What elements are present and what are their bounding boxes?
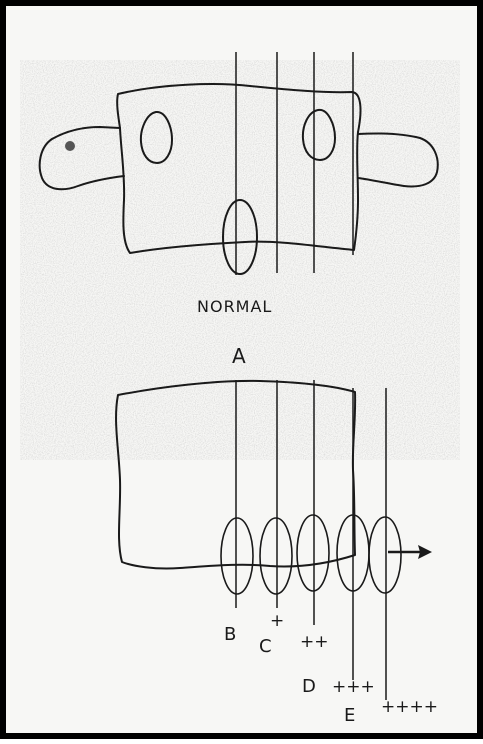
ink-spot (65, 141, 75, 151)
grade-sign-2plus: ++ (300, 632, 329, 652)
halftone-texture (20, 60, 460, 460)
normal-caption: NORMAL (197, 297, 272, 316)
label-a: A (232, 344, 246, 368)
grade-letter-e: E (344, 705, 355, 726)
grade-sign-d: +++ (332, 677, 375, 697)
grade-letter-c: C (259, 636, 272, 657)
grade-sign-c: + (270, 611, 284, 631)
grade-letter-b: B (224, 624, 236, 645)
grade-sign-e: ++++ (381, 697, 438, 717)
grade-letter-d: D (302, 676, 316, 697)
